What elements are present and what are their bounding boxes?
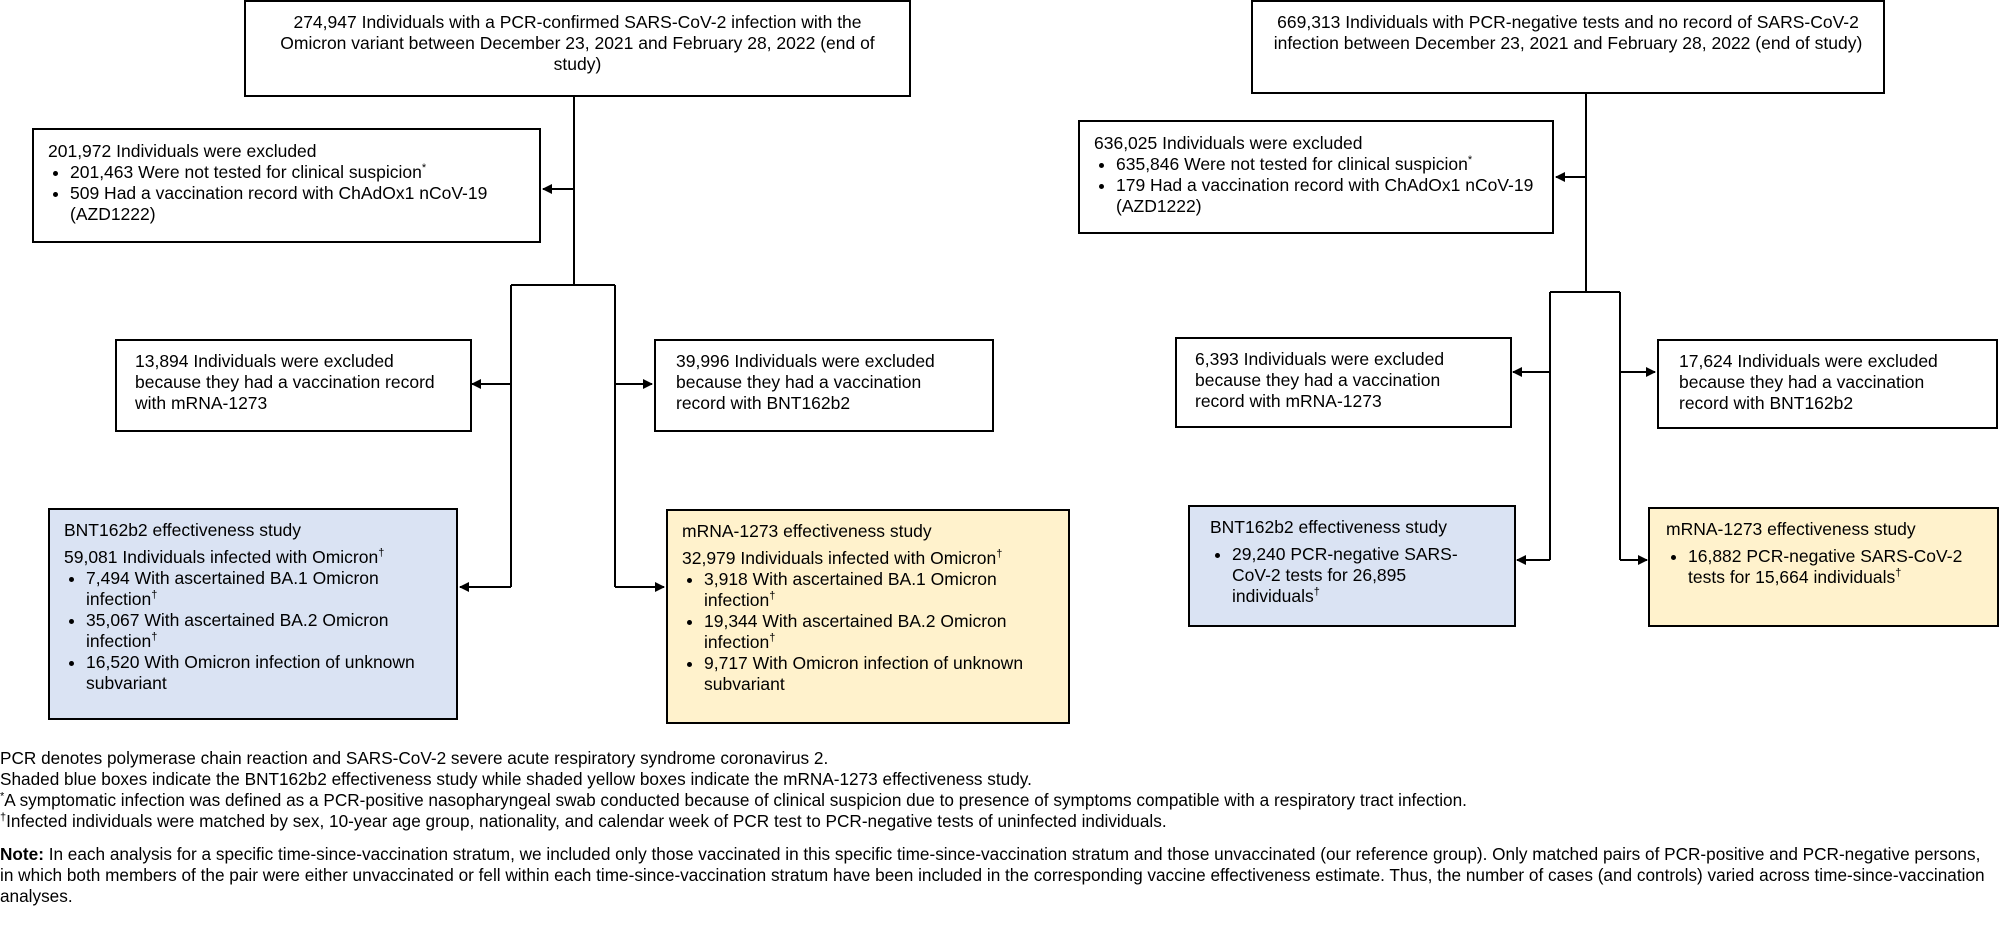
right-excluded-item-1: 635,846 Were not tested for clinical sus… — [1116, 154, 1538, 175]
left-mrna-excluded-text: 13,894 Individuals were excluded because… — [135, 351, 435, 413]
footnote-shading: Shaded blue boxes indicate the BNT162b2 … — [0, 769, 1032, 789]
footnote-note: Note: In each analysis for a specific ti… — [0, 844, 1995, 907]
left-bnt-excluded-text: 39,996 Individuals were excluded because… — [676, 351, 935, 413]
left-excluded-box: 201,972 Individuals were excluded 201,46… — [32, 128, 541, 243]
footnote-abbreviations: PCR denotes polymerase chain reaction an… — [0, 748, 829, 768]
right-bnt-excluded-text: 17,624 Individuals were excluded because… — [1679, 351, 1938, 413]
left-mrna-study-item-2: 19,344 With ascertained BA.2 Omicron inf… — [704, 611, 1054, 653]
left-bnt-study-item-1: 7,494 With ascertained BA.1 Omicron infe… — [86, 568, 442, 610]
right-mrna-study-title: mRNA-1273 effectiveness study — [1666, 519, 1916, 539]
left-bnt-study-subtitle: 59,081 Individuals infected with Omicron… — [64, 547, 385, 567]
left-top-box: 274,947 Individuals with a PCR-confirmed… — [244, 0, 911, 97]
right-excluded-head: 636,025 Individuals were excluded — [1094, 133, 1363, 153]
left-mrna-study-item-1: 3,918 With ascertained BA.1 Omicron infe… — [704, 569, 1054, 611]
right-bnt-study-box: BNT162b2 effectiveness study 29,240 PCR-… — [1188, 505, 1516, 627]
left-mrna-study-item-3: 9,717 With Omicron infection of unknown … — [704, 653, 1054, 695]
left-bnt-study-title: BNT162b2 effectiveness study — [64, 520, 302, 540]
footnote-matching: †Infected individuals were matched by se… — [0, 811, 1167, 831]
note-text: In each analysis for a specific time-sin… — [0, 844, 1985, 906]
left-excluded-item-2: 509 Had a vaccination record with ChAdOx… — [70, 183, 525, 225]
left-bnt-study-box: BNT162b2 effectiveness study 59,081 Indi… — [48, 508, 458, 720]
left-excluded-item-1: 201,463 Were not tested for clinical sus… — [70, 162, 525, 183]
left-bnt-study-item-3: 16,520 With Omicron infection of unknown… — [86, 652, 442, 694]
left-mrna-excluded-box: 13,894 Individuals were excluded because… — [115, 339, 472, 432]
left-excluded-head: 201,972 Individuals were excluded — [48, 141, 317, 161]
right-bnt-excluded-box: 17,624 Individuals were excluded because… — [1657, 339, 1998, 429]
right-excluded-box: 636,025 Individuals were excluded 635,84… — [1078, 120, 1554, 234]
right-bnt-study-item: 29,240 PCR-negative SARS-CoV-2 tests for… — [1232, 544, 1494, 607]
left-bnt-excluded-box: 39,996 Individuals were excluded because… — [654, 339, 994, 432]
left-mrna-study-subtitle: 32,979 Individuals infected with Omicron… — [682, 548, 1003, 568]
footnote-symptomatic: *A symptomatic infection was defined as … — [0, 790, 1467, 810]
right-mrna-study-box: mRNA-1273 effectiveness study 16,882 PCR… — [1648, 507, 1999, 627]
right-excluded-item-2: 179 Had a vaccination record with ChAdOx… — [1116, 175, 1538, 217]
right-mrna-excluded-box: 6,393 Individuals were excluded because … — [1175, 337, 1512, 428]
note-label: Note: — [0, 844, 44, 864]
right-mrna-study-item: 16,882 PCR-negative SARS-CoV-2 tests for… — [1688, 546, 1981, 588]
footnotes: PCR denotes polymerase chain reaction an… — [0, 748, 1995, 907]
left-bnt-study-item-2: 35,067 With ascertained BA.2 Omicron inf… — [86, 610, 442, 652]
right-top-text: 669,313 Individuals with PCR-negative te… — [1273, 12, 1863, 53]
left-mrna-study-box: mRNA-1273 effectiveness study 32,979 Ind… — [666, 509, 1070, 724]
right-mrna-excluded-text: 6,393 Individuals were excluded because … — [1195, 349, 1445, 411]
right-bnt-study-title: BNT162b2 effectiveness study — [1210, 517, 1448, 537]
left-mrna-study-title: mRNA-1273 effectiveness study — [682, 521, 932, 541]
left-top-text: 274,947 Individuals with a PCR-confirmed… — [280, 12, 875, 74]
right-top-box: 669,313 Individuals with PCR-negative te… — [1251, 0, 1885, 94]
